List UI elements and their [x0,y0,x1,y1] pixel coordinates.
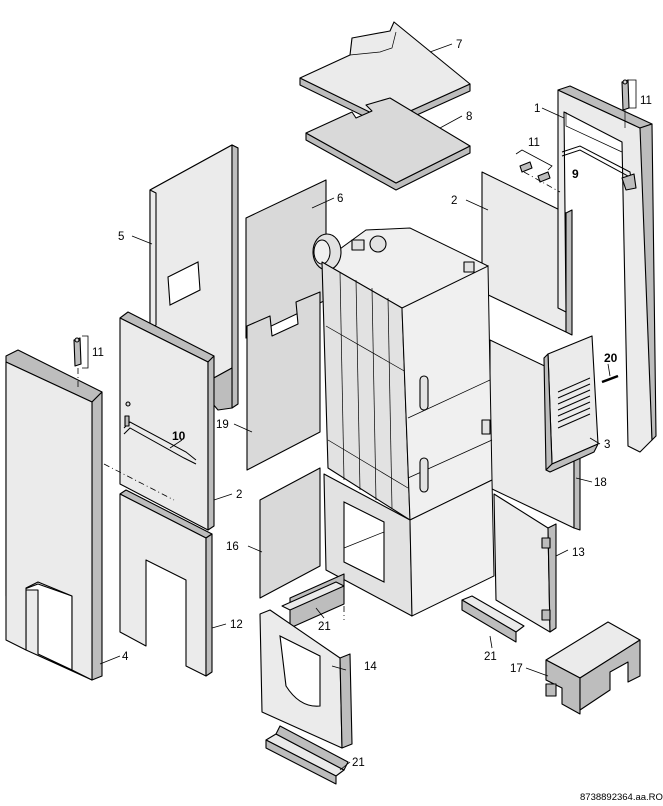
callout-7: 7 [456,39,462,51]
part-11-fastener-left [73,335,89,388]
part-13-right-rail-panel [493,493,557,633]
callout-11-mid-right: 11 [528,137,540,149]
boiler-block [312,227,495,617]
part-11-fasteners-top-right [515,79,637,193]
part-4-front-panel [5,349,103,681]
callout-1: 1 [534,103,540,115]
callout-6: 6 [337,193,343,205]
callout-19: 19 [216,419,229,431]
part-21-bracket-b [461,595,525,643]
callout-labels: 7 8 1 11 11 9 5 6 2 11 20 10 19 3 2 18 1… [92,39,652,769]
callout-4: 4 [122,651,129,663]
leader-lines [99,43,601,771]
callout-11-top-right: 11 [640,95,652,107]
callout-16: 16 [226,541,239,553]
callout-21-bottom: 21 [352,757,365,769]
callout-17: 17 [510,663,523,675]
callout-2-left: 2 [236,489,242,501]
part-3-control-cover [543,335,599,473]
callout-18: 18 [594,477,607,489]
drawing-number: 8738892364.aa.RO [580,792,663,803]
callout-12: 12 [230,619,243,631]
part-17-base-plinth [545,621,641,715]
part-2-right-side-panel [481,171,573,336]
part-9-rail-bracket [561,145,637,191]
callout-8: 8 [466,111,472,123]
part-10-handle-rail [103,401,197,501]
part-2-left-front-panel [119,311,215,531]
part-14-base-front-panel [259,609,353,749]
part-21-bracket-a [281,573,345,629]
callout-9: 9 [572,167,579,181]
callout-21-right: 21 [484,651,497,663]
callout-5: 5 [118,231,124,243]
callout-20: 20 [604,351,618,365]
callout-11-left: 11 [92,347,104,359]
callout-13: 13 [572,547,585,559]
callout-2-right: 2 [451,195,457,207]
callout-3: 3 [604,439,610,451]
callout-14: 14 [364,661,377,673]
part-20-strip [601,363,619,384]
callout-21-upper: 21 [318,621,331,633]
callout-10: 10 [172,429,186,443]
part-12-lower-front-panel [119,489,213,677]
part-16-insulation-small [259,467,321,599]
part-19-insulation-notched [246,291,321,471]
part-8-insulation-top [305,97,471,191]
part-21-bracket-c [265,725,349,785]
